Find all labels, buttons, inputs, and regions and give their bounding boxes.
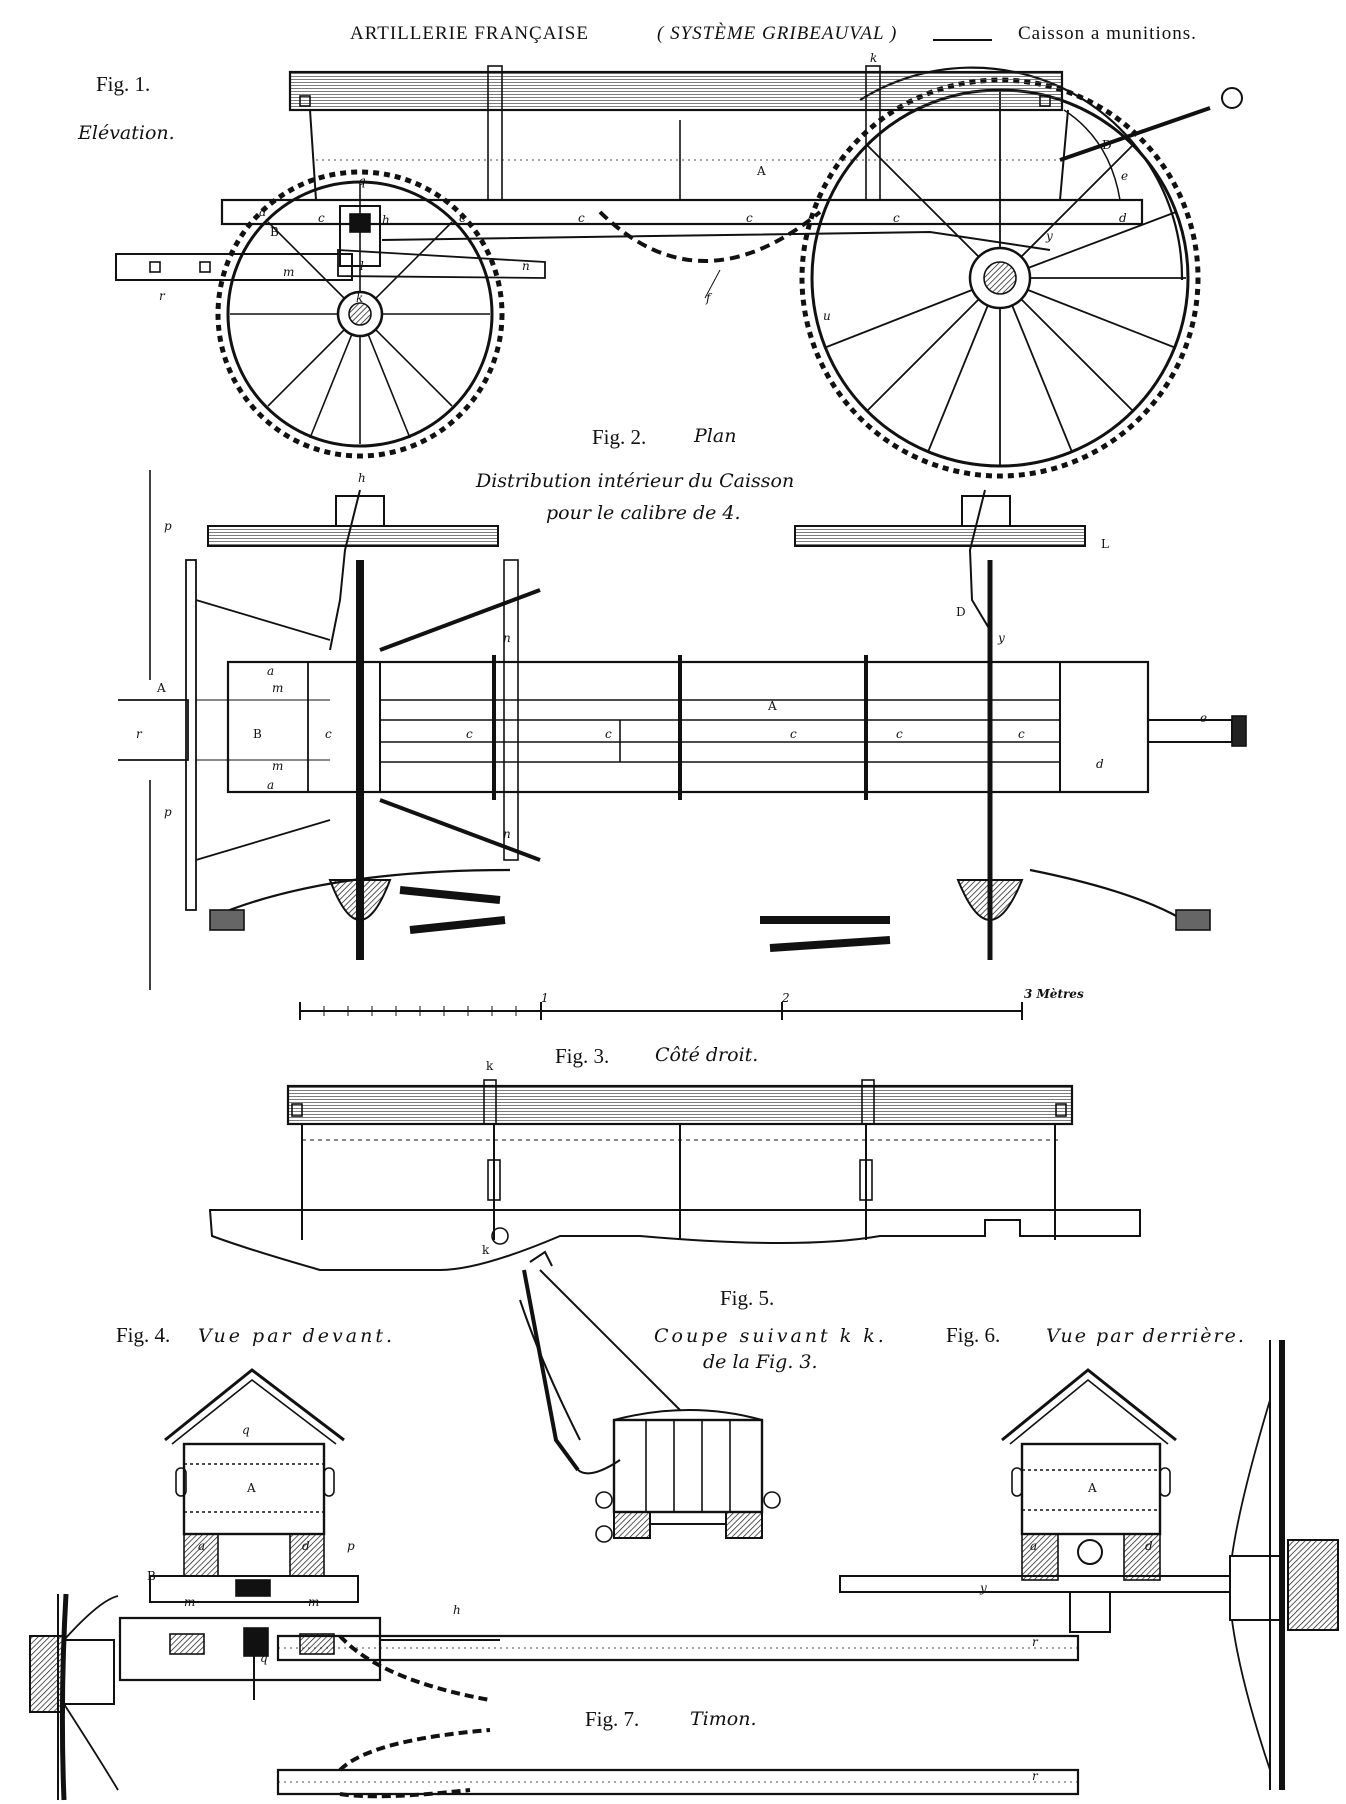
fig4-number: Fig. 4. (116, 1323, 171, 1347)
fig3-number: Fig. 3. (555, 1044, 610, 1068)
label: c (325, 727, 332, 741)
scale-tick-3: 3 Mètres (1024, 987, 1084, 1001)
fig4-caption: Vue par devant. (198, 1325, 396, 1347)
label: A (157, 681, 166, 695)
label: D (956, 605, 966, 619)
label: r (1032, 1635, 1038, 1649)
label: a (259, 205, 267, 219)
label: y (1046, 229, 1053, 243)
fig6-caption: Vue par derrière. (1046, 1325, 1246, 1347)
label: a (1030, 1539, 1038, 1553)
fig3-caption: Côté droit. (655, 1044, 759, 1066)
fig5-caption-line1: Coupe suivant k k. (654, 1325, 887, 1347)
label: L (1101, 537, 1109, 551)
fig4-front-view (29, 1368, 500, 1801)
fig5-number: Fig. 5. (720, 1286, 775, 1310)
label: c (790, 727, 797, 741)
label: l (360, 259, 364, 273)
label: A (757, 164, 766, 178)
label: a (267, 664, 275, 678)
scale-bar (299, 1002, 1023, 1020)
label: y (998, 631, 1005, 645)
label: a (198, 1539, 206, 1553)
label: m (308, 1595, 320, 1609)
label: m (272, 759, 284, 773)
label: m (283, 265, 295, 279)
label: c (459, 211, 466, 225)
label: d (302, 1539, 310, 1553)
label: k (870, 51, 878, 65)
label: A (247, 1481, 256, 1495)
fig2-number: Fig. 2. (592, 425, 647, 449)
label: r (1032, 1769, 1038, 1783)
fig1-number: Fig. 1. (96, 72, 151, 96)
plate-subject: Caisson a munitions. (1018, 23, 1197, 44)
plate-title: ARTILLERIE FRANÇAISE (350, 23, 589, 44)
label: A (1088, 1481, 1097, 1495)
label: r (136, 727, 142, 741)
label: B (147, 1569, 156, 1583)
label: d (1145, 1539, 1153, 1553)
label: B (270, 225, 279, 239)
label: p (164, 519, 172, 533)
label: f (706, 291, 711, 305)
label: B (253, 727, 262, 741)
label: d (1096, 757, 1104, 771)
label: d (1119, 211, 1127, 225)
label: p (164, 805, 172, 819)
label: k (486, 1059, 494, 1073)
label: n (503, 631, 511, 645)
fig2-note-line2: pour le calibre de 4. (546, 502, 741, 524)
scale-tick-2: 2 (782, 991, 790, 1005)
label: e (1121, 169, 1129, 183)
fig7-pole (276, 1634, 1080, 1799)
label: p (347, 1539, 355, 1553)
label: c (578, 211, 585, 225)
label: q (358, 174, 366, 188)
label: n (503, 827, 511, 841)
label: e (1200, 711, 1208, 725)
fig3-right-side (208, 1079, 1141, 1271)
label: y (980, 1581, 987, 1595)
label: c (893, 211, 900, 225)
scale-tick-1: 1 (541, 991, 549, 1005)
label: h (382, 213, 390, 227)
fig2-note-line1: Distribution intérieur du Caisson (476, 470, 795, 492)
fig1-caption: Elévation. (78, 122, 175, 144)
label: h (453, 1603, 461, 1617)
label: q (260, 1651, 268, 1665)
plate-system: ( SYSTÈME GRIBEAUVAL ) (657, 23, 898, 44)
fig5-caption-line2: de la Fig. 3. (703, 1351, 818, 1373)
label: c (1018, 727, 1025, 741)
fig6-rear-view (839, 1340, 1339, 1790)
label: A (768, 699, 777, 713)
label: n (522, 259, 530, 273)
label: m (272, 681, 284, 695)
label: c (746, 211, 753, 225)
label: c (466, 727, 473, 741)
fig7-caption: Timon. (690, 1708, 757, 1730)
fig6-number: Fig. 6. (946, 1323, 1001, 1347)
label: k (482, 1243, 490, 1257)
label: c (318, 211, 325, 225)
fig2-plan (118, 470, 1247, 990)
label: a (267, 778, 275, 792)
fig2-caption: Plan (694, 425, 737, 447)
label: c (896, 727, 903, 741)
label: q (242, 1423, 250, 1437)
label: m (184, 1595, 196, 1609)
fig7-number: Fig. 7. (585, 1707, 640, 1731)
label: r (159, 289, 165, 303)
label: D (1102, 138, 1112, 152)
label: h (358, 471, 366, 485)
label: u (823, 309, 831, 323)
label: c (605, 727, 612, 741)
label: k (356, 291, 364, 305)
